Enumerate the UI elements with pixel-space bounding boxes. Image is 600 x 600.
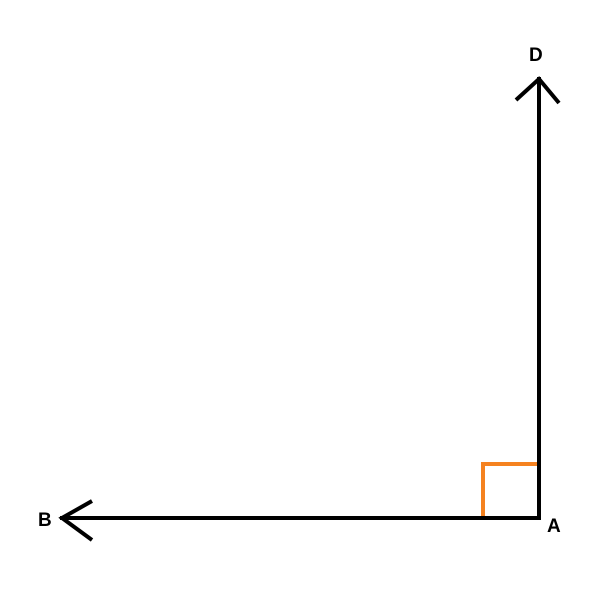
point-label-d: D <box>529 45 543 66</box>
ray-ad-arrowhead <box>514 76 561 105</box>
point-label-a: A <box>547 516 561 537</box>
ray-ab-arrowhead <box>58 499 94 542</box>
right-angle-marker <box>481 462 537 518</box>
point-label-b: B <box>38 510 52 531</box>
